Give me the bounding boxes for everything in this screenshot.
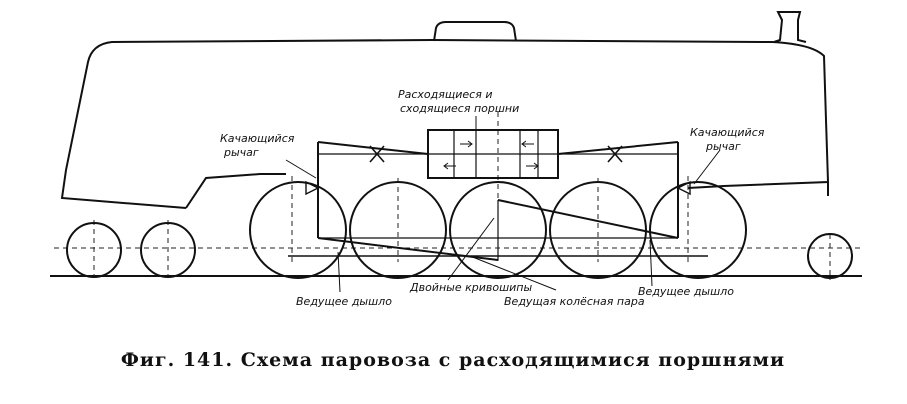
- label-drive-bar-left: Ведущее дышло: [296, 295, 392, 308]
- driving-wheel-4: [549, 181, 647, 279]
- label-driving-wheelset: Ведущая колёсная пара: [504, 295, 645, 308]
- label-pistons-line1: Расходящиеся и: [398, 88, 492, 101]
- leader-lines: [285, 116, 721, 293]
- driving-wheel-3: [449, 181, 547, 279]
- crosshead-left: [369, 145, 385, 163]
- trailing-wheel: [807, 233, 853, 279]
- label-drive-bar-right: Ведущее дышло: [638, 285, 734, 298]
- linkage: [288, 141, 708, 261]
- drive-bar-right-line: [497, 199, 679, 239]
- pony-wheel-1: [66, 222, 122, 278]
- label-rocker-left-line1: Качающийся: [220, 132, 295, 145]
- label-rocker-right-line2: рычаг: [705, 140, 741, 153]
- axis-lines: [54, 112, 862, 280]
- label-double-cranks: Двойные кривошипы: [409, 281, 532, 294]
- chimney: [773, 11, 807, 43]
- crosshead-right: [607, 145, 623, 163]
- labels: Расходящиеся и сходящиеся поршни Качающи…: [220, 88, 765, 308]
- driving-wheel-2: [349, 181, 447, 279]
- running-board: [185, 173, 286, 209]
- wheels: [66, 181, 853, 279]
- boiler-outline: [60, 38, 830, 209]
- steam-dome: [433, 21, 517, 42]
- label-rocker-left-line2: рычаг: [223, 146, 259, 159]
- label-rocker-right-line1: Качающийся: [690, 126, 765, 139]
- driving-wheel-5: [649, 181, 747, 279]
- locomotive-body-outline: [50, 11, 862, 277]
- label-pistons-line2: сходящиеся поршни: [400, 102, 519, 115]
- cylinder-block: [427, 129, 559, 179]
- figure-caption: Фиг. 141. Схема паровоза с расходящимися…: [121, 349, 785, 371]
- pony-wheel-2: [140, 222, 196, 278]
- driving-wheel-1: [249, 181, 347, 279]
